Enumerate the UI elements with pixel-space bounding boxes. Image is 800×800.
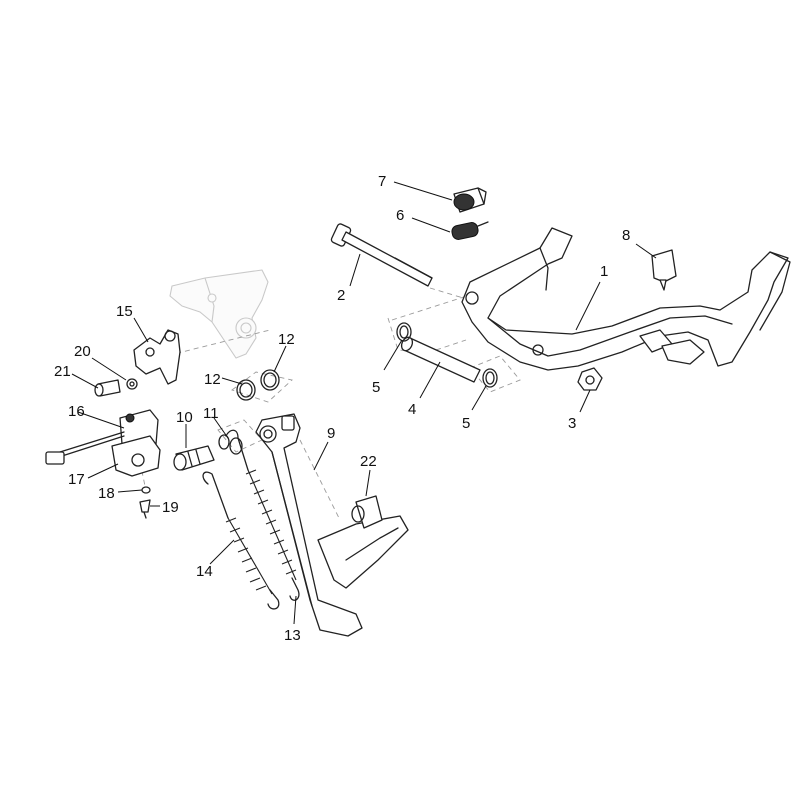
callout-11: 11 — [203, 405, 219, 422]
pivot-bolt — [330, 223, 433, 287]
small-spring — [451, 221, 489, 240]
callout-16: 16 — [68, 403, 85, 420]
callout-5b: 5 — [462, 415, 470, 432]
callout-2: 2 — [337, 287, 345, 304]
o-ring-front — [236, 379, 256, 401]
callout-15: 15 — [116, 303, 133, 320]
o-ring-rear — [260, 369, 280, 391]
long-spring-left — [202, 471, 280, 610]
spring-cover — [453, 187, 487, 213]
callout-17: 17 — [68, 471, 85, 488]
callout-9: 9 — [327, 425, 335, 442]
callout-12a: 12 — [204, 371, 221, 388]
callout-18: 18 — [98, 485, 115, 502]
callout-13: 13 — [284, 627, 301, 644]
rubber-bumper — [651, 249, 677, 291]
leader-lines — [71, 181, 657, 625]
socket-bolt — [94, 379, 121, 397]
callout-4: 4 — [408, 401, 416, 418]
callout-7: 7 — [378, 173, 386, 190]
callout-22: 22 — [360, 453, 377, 470]
callout-14: 14 — [196, 563, 213, 580]
circlip-pair — [218, 434, 243, 455]
rubber-stop — [351, 495, 383, 529]
callout-19: 19 — [162, 499, 179, 516]
callout-8: 8 — [622, 227, 630, 244]
assembly-guide-lines — [139, 287, 521, 521]
callout-5a: 5 — [372, 379, 380, 396]
small-washer — [141, 486, 151, 494]
washer-right — [482, 368, 498, 388]
callout-1: 1 — [600, 263, 608, 280]
switch-housing — [111, 435, 161, 477]
sensor-bracket — [133, 329, 181, 385]
center-stand-frame — [461, 227, 791, 371]
callout-21: 21 — [54, 363, 71, 380]
ghost-frame-bracket — [169, 269, 269, 359]
spacer-tube — [400, 336, 481, 383]
small-screw — [139, 499, 151, 519]
callout-20: 20 — [74, 343, 91, 360]
long-spring-right — [225, 429, 300, 601]
callout-12b: 12 — [278, 331, 295, 348]
callout-10: 10 — [176, 409, 193, 426]
callout-labels: 1 2 3 4 5 5 6 7 8 9 10 11 12 12 13 14 15… — [54, 173, 630, 644]
bolt-washer — [126, 378, 138, 390]
callout-3: 3 — [568, 415, 576, 432]
callout-6: 6 — [396, 207, 404, 224]
nut — [577, 367, 603, 391]
side-stand-leg — [255, 413, 409, 637]
pivot-pin — [173, 445, 215, 471]
washer-left — [396, 322, 412, 342]
